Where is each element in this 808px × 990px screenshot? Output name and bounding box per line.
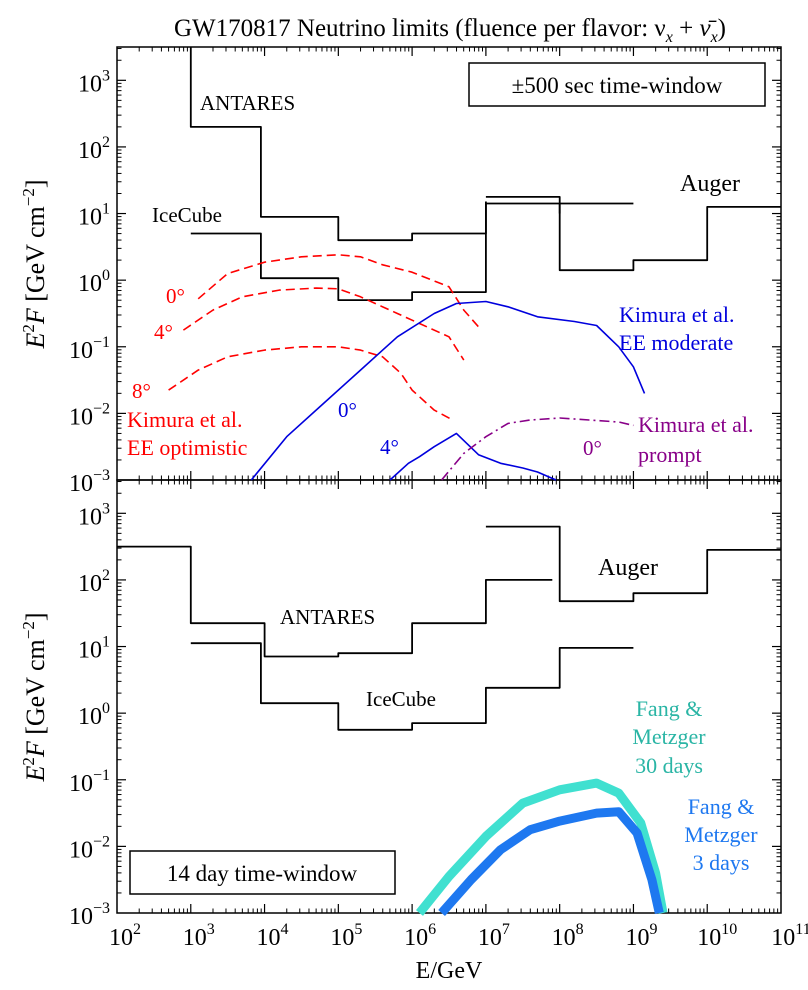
y-tick-label: 103 <box>78 500 110 530</box>
label-fang3-line1: Fang & <box>688 794 755 819</box>
series-line <box>389 432 557 481</box>
chart-title: GW170817 Neutrino limits (fluence per fl… <box>174 15 726 46</box>
series-line <box>440 417 634 481</box>
x-tick-label: 106 <box>404 921 436 951</box>
label-mod-0deg: 0° <box>338 398 357 422</box>
x-tick-labels: 102 103 104 105 106 107 108 109 1010 1011 <box>109 921 808 951</box>
top-window-box <box>468 62 766 107</box>
x-tick-label: 105 <box>330 921 362 951</box>
bottom-panel-frame <box>116 479 782 914</box>
series-line <box>485 195 781 272</box>
label-fang30-line1: Fang & <box>636 696 703 721</box>
label-mod-4deg: 4° <box>380 435 399 459</box>
y-tick-label: 10−2 <box>69 400 110 430</box>
y-tick-label: 101 <box>78 634 110 664</box>
series-line <box>190 642 634 731</box>
label-antares-bottom: ANTARES <box>280 605 375 629</box>
y-tick-label: 103 <box>78 67 110 97</box>
x-tick-label: 104 <box>257 921 289 951</box>
label-icecube-bottom: IceCube <box>366 687 436 711</box>
series-line <box>197 254 480 328</box>
label-fang3-line2: Metzger <box>684 822 758 847</box>
x-tick-label: 1010 <box>697 921 737 951</box>
label-opt-line2: EE optimistic <box>127 435 248 460</box>
y-tick-label: 102 <box>78 567 110 597</box>
x-tick-label: 102 <box>109 921 141 951</box>
y-tick-label: 10−1 <box>69 767 110 797</box>
label-opt-line1: Kimura et al. <box>127 407 242 432</box>
label-auger-bottom: Auger <box>598 555 658 581</box>
y-tick-labels: 10−310−210−110010110210310−310−210−11001… <box>69 67 110 930</box>
label-mod-line1: Kimura et al. <box>619 302 734 327</box>
label-antares-top: ANTARES <box>200 91 295 115</box>
svg-text:E2F [GeV cm−2]: E2F [GeV cm−2] <box>19 179 50 349</box>
x-tick-label: 103 <box>183 921 215 951</box>
y-tick-label: 100 <box>78 267 110 297</box>
top-panel-ticks <box>117 47 781 480</box>
top-window-label: ±500 sec time-window <box>512 73 723 98</box>
series-line <box>415 778 668 916</box>
series-line <box>117 545 553 658</box>
x-tick-label: 109 <box>625 921 657 951</box>
label-fang3-line3: 3 days <box>693 850 750 875</box>
label-fang30-line2: Metzger <box>632 724 706 749</box>
y-tick-label: 10−3 <box>69 467 110 497</box>
label-opt-8deg: 8° <box>132 379 151 403</box>
label-opt-4deg: 4° <box>154 320 173 344</box>
label-prompt-line1: Kimura et al. <box>638 412 753 437</box>
y-tick-label: 101 <box>78 201 110 231</box>
label-mod-line2: EE moderate <box>619 330 733 355</box>
svg-text:E2F [GeV cm−2]: E2F [GeV cm−2] <box>19 612 50 782</box>
label-icecube-top: IceCube <box>152 203 222 227</box>
label-auger-top: Auger <box>680 171 740 197</box>
x-tick-label: 107 <box>478 921 510 951</box>
y-axis-label-bottom: E2F [GeV cm−2] <box>19 612 50 782</box>
series-line <box>250 300 646 481</box>
x-tick-label: 108 <box>552 921 584 951</box>
series-line <box>168 345 454 421</box>
y-tick-label: 10−2 <box>69 833 110 863</box>
y-tick-label: 10−1 <box>69 334 110 364</box>
series-line <box>438 807 664 916</box>
series-line <box>182 287 465 361</box>
bottom-window-box <box>129 850 396 895</box>
series-line <box>189 47 487 242</box>
label-fang30-line3: 30 days <box>635 753 703 778</box>
top-panel-series <box>168 47 781 481</box>
label-opt-0deg: 0° <box>166 284 185 308</box>
series-line <box>190 202 634 302</box>
bottom-panel-ticks <box>117 480 781 913</box>
x-tick-label: 1011 <box>771 921 808 951</box>
x-axis-label: E/GeV <box>416 958 483 984</box>
y-tick-label: 100 <box>78 700 110 730</box>
y-tick-label: 102 <box>78 134 110 164</box>
y-tick-label: 10−3 <box>69 900 110 930</box>
bottom-panel-series <box>117 525 781 916</box>
label-prompt-0deg: 0° <box>583 436 602 460</box>
y-axis-label-top: E2F [GeV cm−2] <box>19 179 50 349</box>
bottom-window-label: 14 day time-window <box>167 861 358 886</box>
label-prompt-line2: prompt <box>638 442 702 467</box>
series-line <box>485 525 781 603</box>
